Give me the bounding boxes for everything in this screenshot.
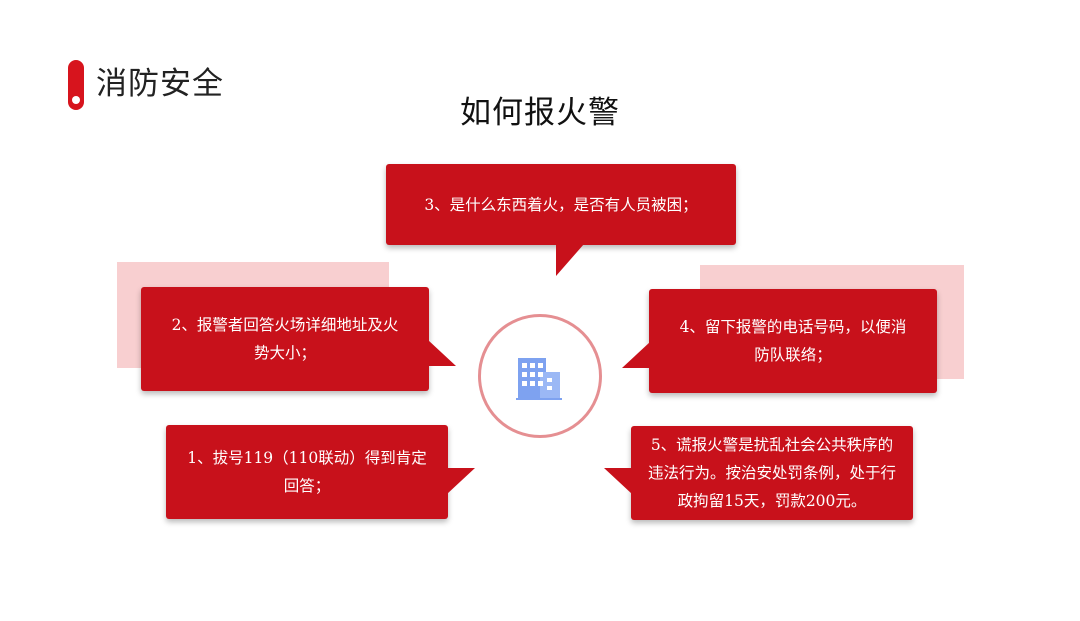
step-1-callout-tail: [447, 468, 475, 494]
step-5-text: 5、谎报火警是扰乱社会公共秩序的违法行为。按治安处罚条例，处于行政拘留15天，罚…: [647, 436, 896, 510]
center-circle: [478, 314, 602, 438]
main-title: 如何报火警: [460, 95, 620, 131]
building-icon: [516, 358, 562, 400]
step-3-callout: 3、是什么东西着火，是否有人员被困；: [386, 164, 736, 245]
step-3-callout-tail: [556, 244, 584, 276]
step-1-text: 1、拔号119（110联动）得到肯定回答；: [187, 449, 427, 495]
step-2-callout: 2、报警者回答火场详细地址及火势大小；: [141, 287, 429, 391]
step-1-callout: 1、拔号119（110联动）得到肯定回答；: [166, 425, 448, 519]
step-4-callout: 4、留下报警的电话号码，以便消防队联络；: [649, 289, 937, 393]
step-5-callout: 5、谎报火警是扰乱社会公共秩序的违法行为。按治安处罚条例，处于行政拘留15天，罚…: [631, 426, 913, 520]
section-title: 消防安全: [96, 66, 224, 102]
step-2-callout-tail: [428, 340, 456, 366]
step-3-text: 3、是什么东西着火，是否有人员被困；: [424, 195, 698, 214]
title-marker: [68, 60, 84, 110]
step-4-text: 4、留下报警的电话号码，以便消防队联络；: [679, 318, 907, 364]
step-4-callout-tail: [622, 342, 650, 368]
step-2-text: 2、报警者回答火场详细地址及火势大小；: [171, 316, 399, 362]
step-5-callout-tail: [604, 468, 632, 494]
